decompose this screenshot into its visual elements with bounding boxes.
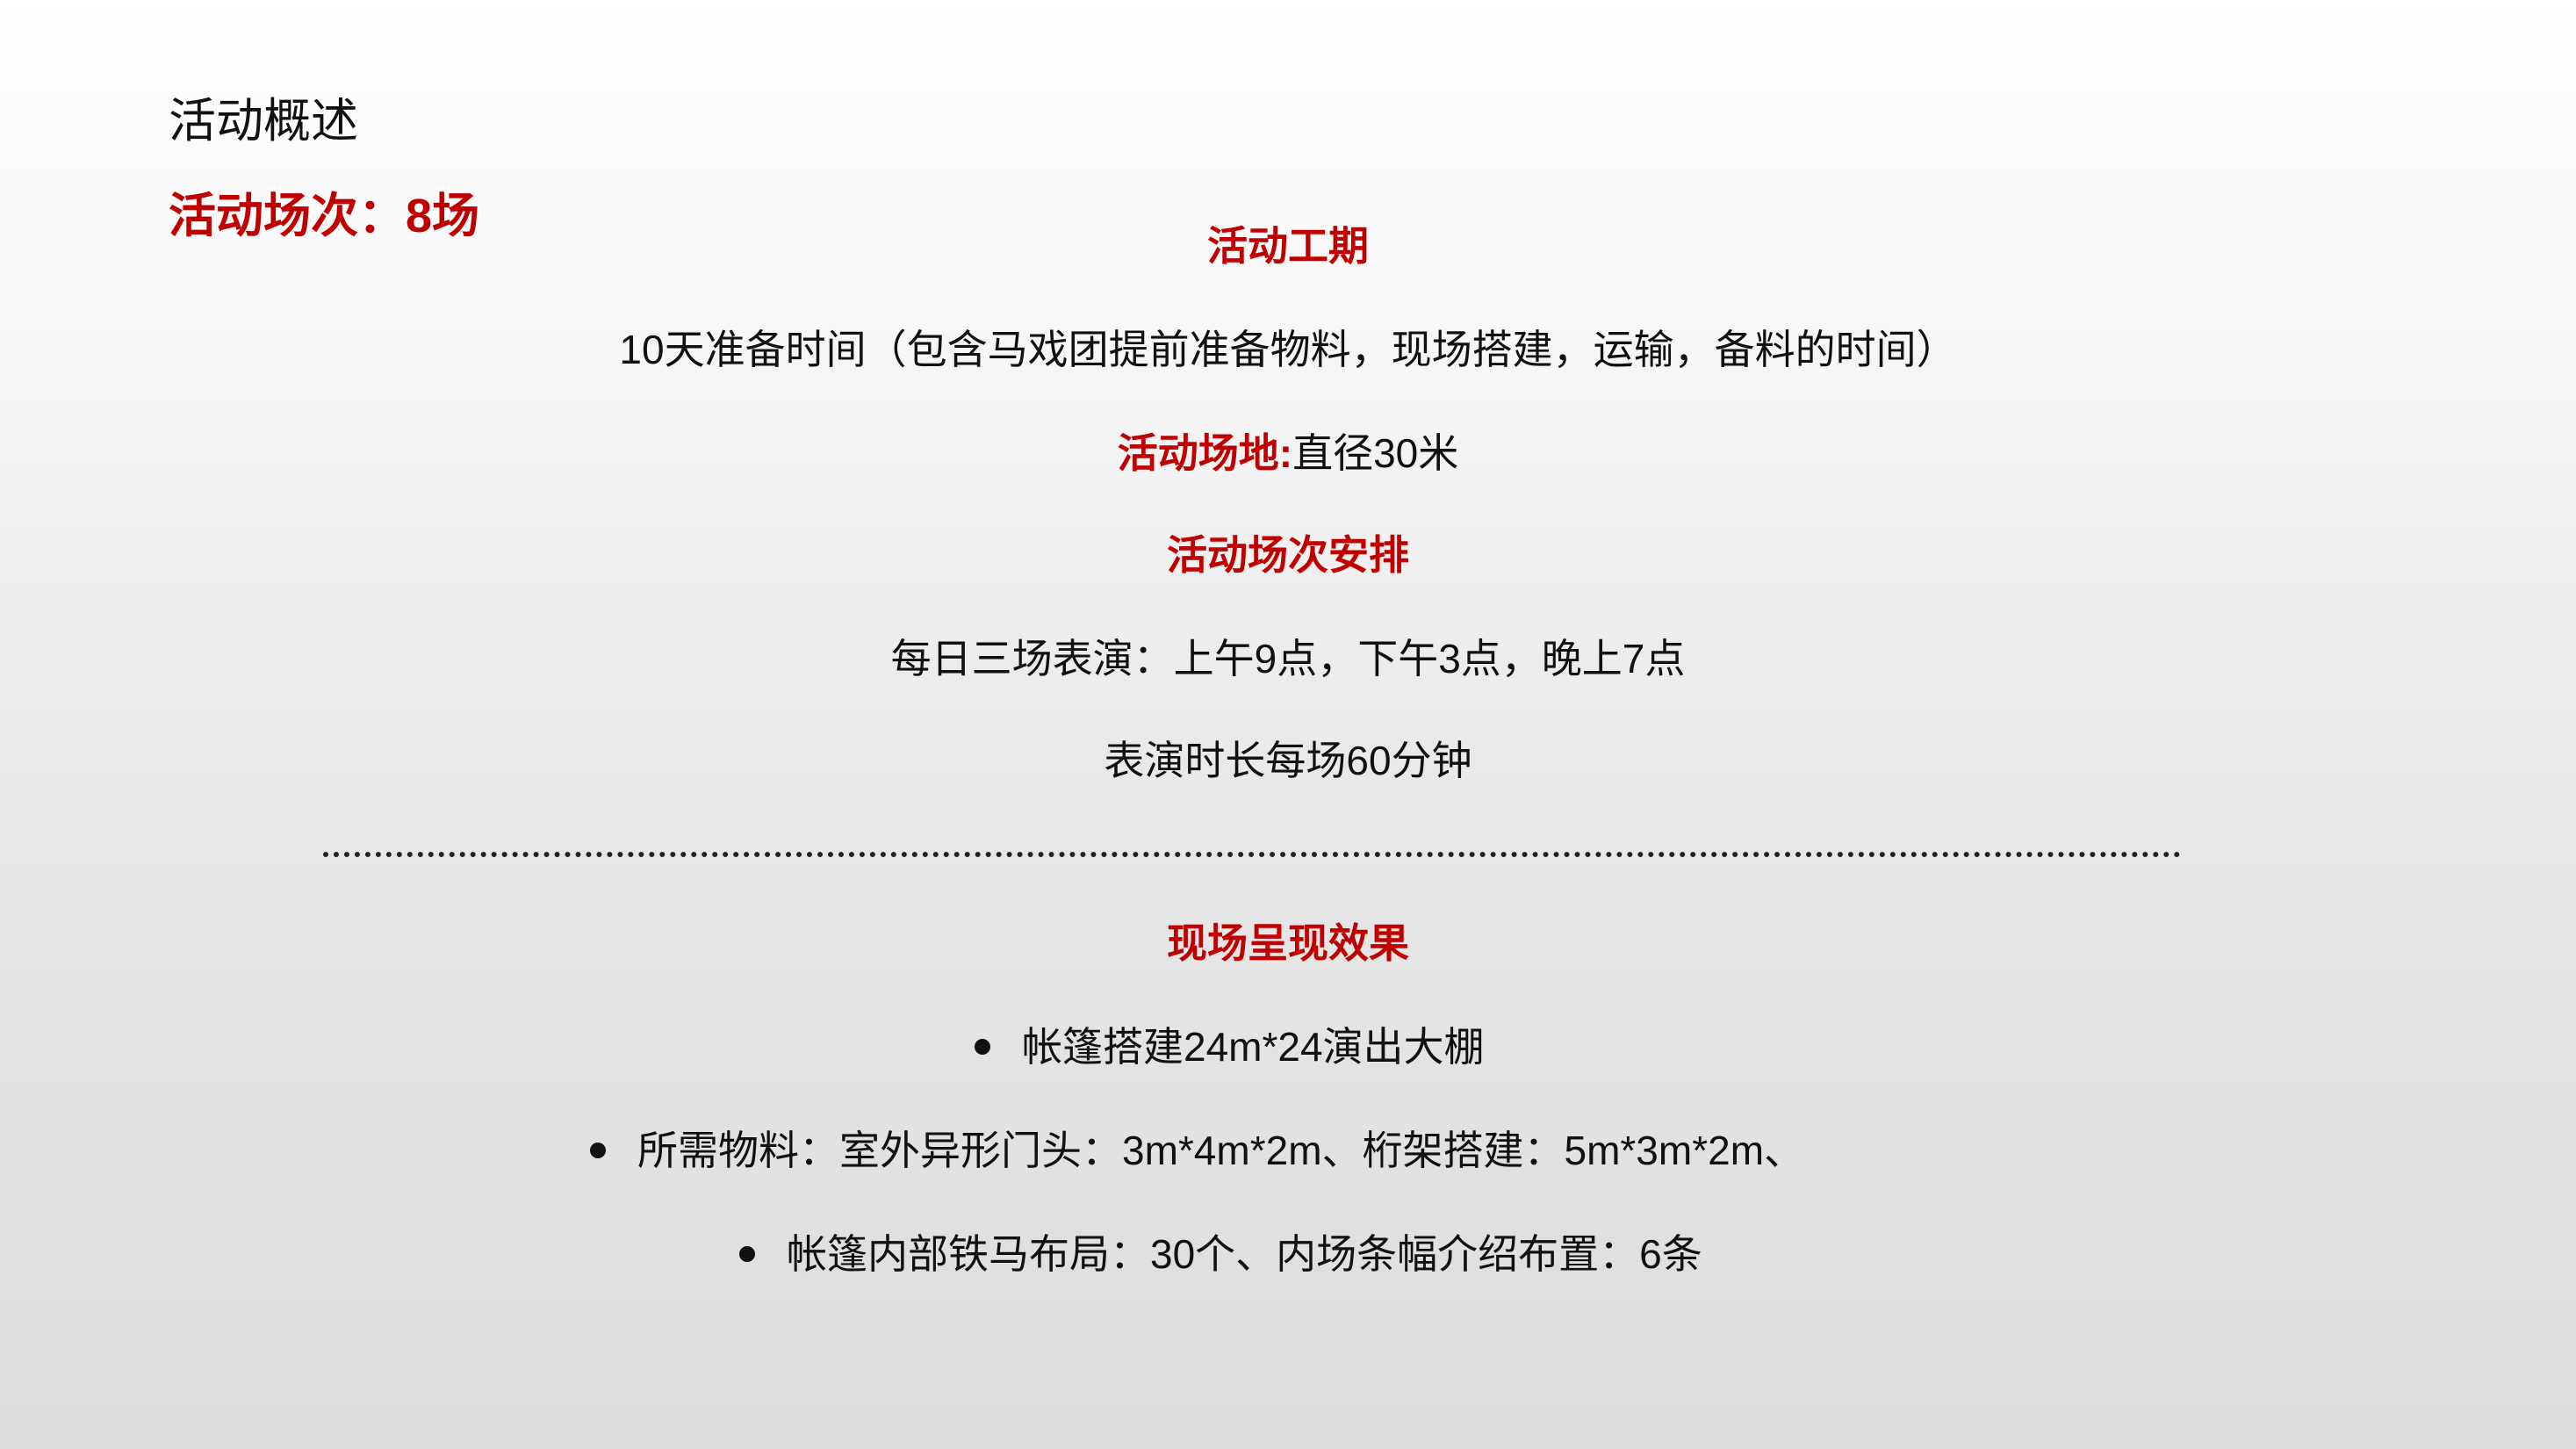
- arrangement-title: 活动场次安排: [1167, 532, 1409, 578]
- list-item-text: 所需物料：室外异形门头：3m*4m*2m、桁架搭建：5m*3m*2m、: [637, 1128, 1805, 1173]
- prep-time-text: 10天准备时间（包含马戏团提前准备物料，现场搭建，运输，备料的时间）: [619, 327, 1957, 372]
- schedule-title: 活动工期: [1207, 223, 1369, 269]
- list-item: 帐篷内部铁马布局：30个、内场条幅介绍布置：6条: [739, 1226, 1702, 1282]
- list-item: 帐篷搭建24m*24演出大棚: [975, 1019, 1485, 1075]
- list-item: 所需物料：室外异形门头：3m*4m*2m、桁架搭建：5m*3m*2m、: [590, 1122, 1804, 1179]
- venue-label: 活动场地:: [1117, 430, 1293, 476]
- bullet-icon: [739, 1245, 755, 1262]
- slide-heading: 活动概述: [169, 95, 358, 148]
- bullet-icon: [975, 1038, 990, 1055]
- duration-text: 表演时长每场60分钟: [1104, 738, 1472, 783]
- list-item-text: 帐篷内部铁马布局：30个、内场条幅介绍布置：6条: [787, 1231, 1702, 1277]
- list-item-text: 帐篷搭建24m*24演出大棚: [1022, 1024, 1485, 1070]
- daily-shows-text: 每日三场表演：上午9点，下午3点，晚上7点: [890, 636, 1686, 681]
- effects-title: 现场呈现效果: [1167, 920, 1409, 966]
- venue-line: 活动场地:直径30米: [0, 425, 2576, 481]
- bullet-icon: [590, 1142, 606, 1158]
- dotted-divider: [323, 852, 2181, 857]
- venue-value: 直径30米: [1292, 430, 1459, 476]
- session-count: 活动场次：8场: [169, 190, 480, 242]
